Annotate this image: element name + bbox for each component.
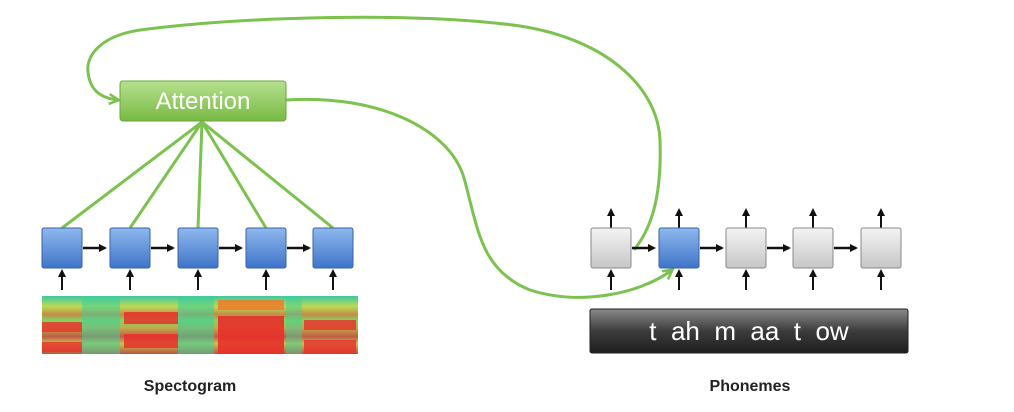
encoder-attention-links xyxy=(61,120,334,230)
decoder-cells xyxy=(590,227,902,269)
encoder-cell xyxy=(177,227,219,269)
encoder-cells xyxy=(41,227,354,269)
encoder-attention-link xyxy=(200,121,268,229)
encoder-cell xyxy=(245,227,287,269)
encoder-attention-link xyxy=(196,121,204,229)
phoneme-sequence: t ah m aa t ow xyxy=(649,316,849,346)
phoneme-bar: t ah m aa t ow xyxy=(589,308,909,354)
attention-box: Attention xyxy=(119,80,287,122)
spectrogram-caption: Spectogram xyxy=(143,378,237,395)
decoder-input-arrows xyxy=(607,269,885,290)
decoder-cell xyxy=(792,227,834,269)
spectrogram-image xyxy=(42,296,358,354)
decoder-to-attention-loop xyxy=(86,15,662,251)
decoder-cell xyxy=(860,227,902,269)
encoder-input-arrows xyxy=(58,269,337,290)
decoder-output-arrows xyxy=(607,208,885,228)
attention-to-decoder-path xyxy=(285,97,672,299)
encoder-cell xyxy=(41,227,83,269)
phonemes-caption: Phonemes xyxy=(709,378,791,395)
encoder-attention-link xyxy=(201,120,334,230)
encoder-attention-link xyxy=(61,120,203,230)
attention-label: Attention xyxy=(156,88,251,115)
encoder-cell xyxy=(109,227,151,269)
encoder-attention-link xyxy=(128,121,204,229)
encoder-cell xyxy=(312,227,354,269)
decoder-cell xyxy=(590,227,632,269)
decoder-cell-active xyxy=(658,227,700,269)
decoder-cell xyxy=(725,227,767,269)
